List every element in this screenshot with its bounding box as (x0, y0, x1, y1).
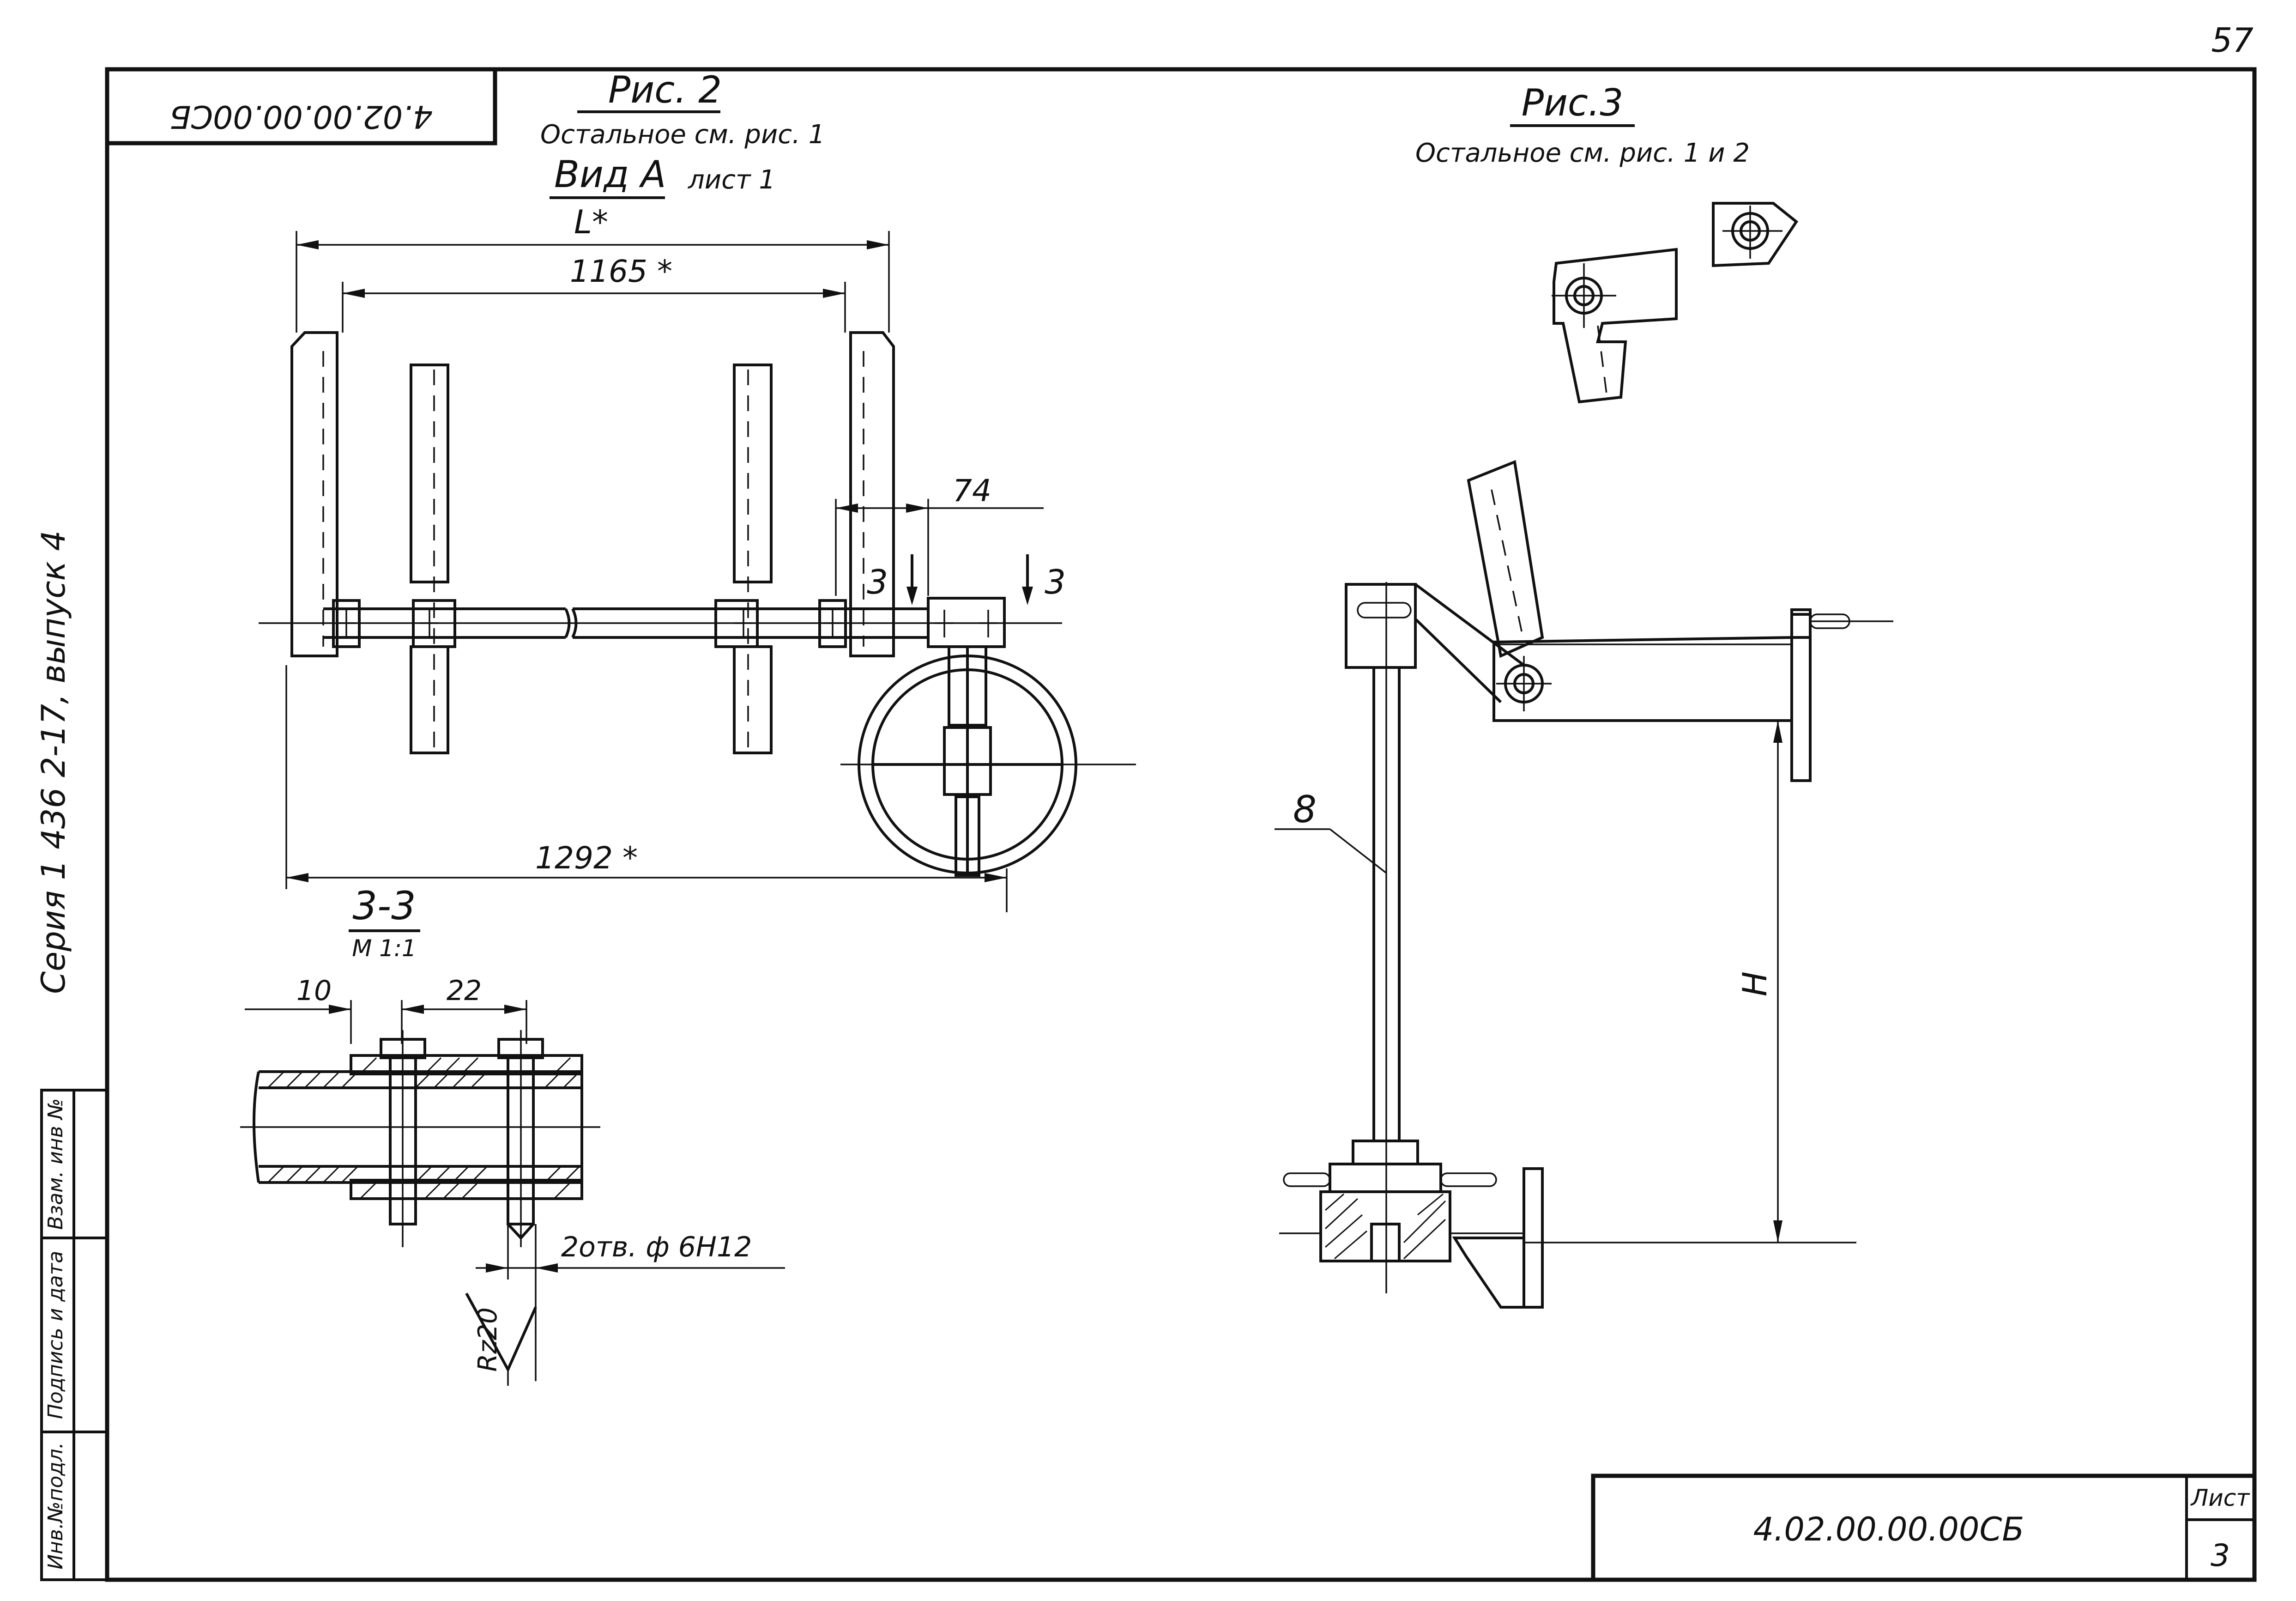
roughness-symbol: Rz20 (473, 1307, 503, 1372)
side-stamp-vzam-inv: Взам. инв № (44, 1098, 67, 1230)
side-stamp: Инв.№подл. Подпись и дата Взам. инв № Се… (35, 530, 109, 1581)
dim-L-label: L* (574, 203, 608, 241)
dim-1292-label: 1292 * (535, 840, 638, 876)
fig3-view: Рис.3 Остальное см. рис. 1 и 2 8 (1275, 81, 1893, 1309)
page-number: 57 (2211, 21, 2254, 60)
dim-22-label: 22 (447, 975, 482, 1007)
sheet-frame: 4.02.00.00.00СБ 57 (105, 21, 2257, 1582)
side-stamp-inv-podl: Инв.№подл. (44, 1442, 67, 1570)
dim-1165-label: 1165 * (570, 254, 672, 289)
bottom-hatching (1324, 1193, 1446, 1260)
mirrored-stamp-box (105, 67, 497, 146)
series-label: Серия 1 436 2-17, выпуск 4 (35, 530, 73, 994)
fig2-view-ref: лист 1 (688, 165, 775, 195)
cut-mark-left: 3 (867, 563, 888, 601)
fig2-view: Рис. 2 Остальное см. рис. 1 Вид А лист 1… (259, 68, 1136, 912)
dim-10-label: 10 (296, 975, 332, 1007)
doc-number: 4.02.00.00.00СБ (1753, 1510, 2024, 1548)
title-block: 4.02.00.00.00СБ Лист 3 (1591, 1474, 2257, 1582)
dim-74-label: 74 (953, 473, 991, 509)
callout-8: 8 (1293, 788, 1317, 831)
fig2-title: Рис. 2 (608, 68, 722, 111)
fig2-note: Остальное см. рис. 1 (540, 120, 825, 150)
cut-mark-right: 3 (1045, 563, 1066, 601)
fig2-view-label: Вид А (554, 153, 666, 196)
fig3-title: Рис.3 (1522, 81, 1624, 124)
dim-H-label: H (1735, 971, 1774, 996)
section-3-3: 3-3 М 1:1 10 22 (240, 883, 785, 1386)
list-label: Лист (2190, 1485, 2251, 1511)
fig3-note: Остальное см. рис. 1 и 2 (1415, 138, 1750, 168)
list-number: 3 (2211, 1538, 2230, 1573)
side-stamp-signature-date: Подпись и дата (44, 1251, 67, 1419)
section-scale: М 1:1 (352, 935, 417, 962)
mirrored-stamp-text: 4.02.00.00.00СБ (169, 98, 433, 134)
section-title: 3-3 (352, 883, 416, 928)
holes-note: 2отв. ф 6Н12 (561, 1231, 752, 1263)
section-hatching (267, 1057, 580, 1200)
